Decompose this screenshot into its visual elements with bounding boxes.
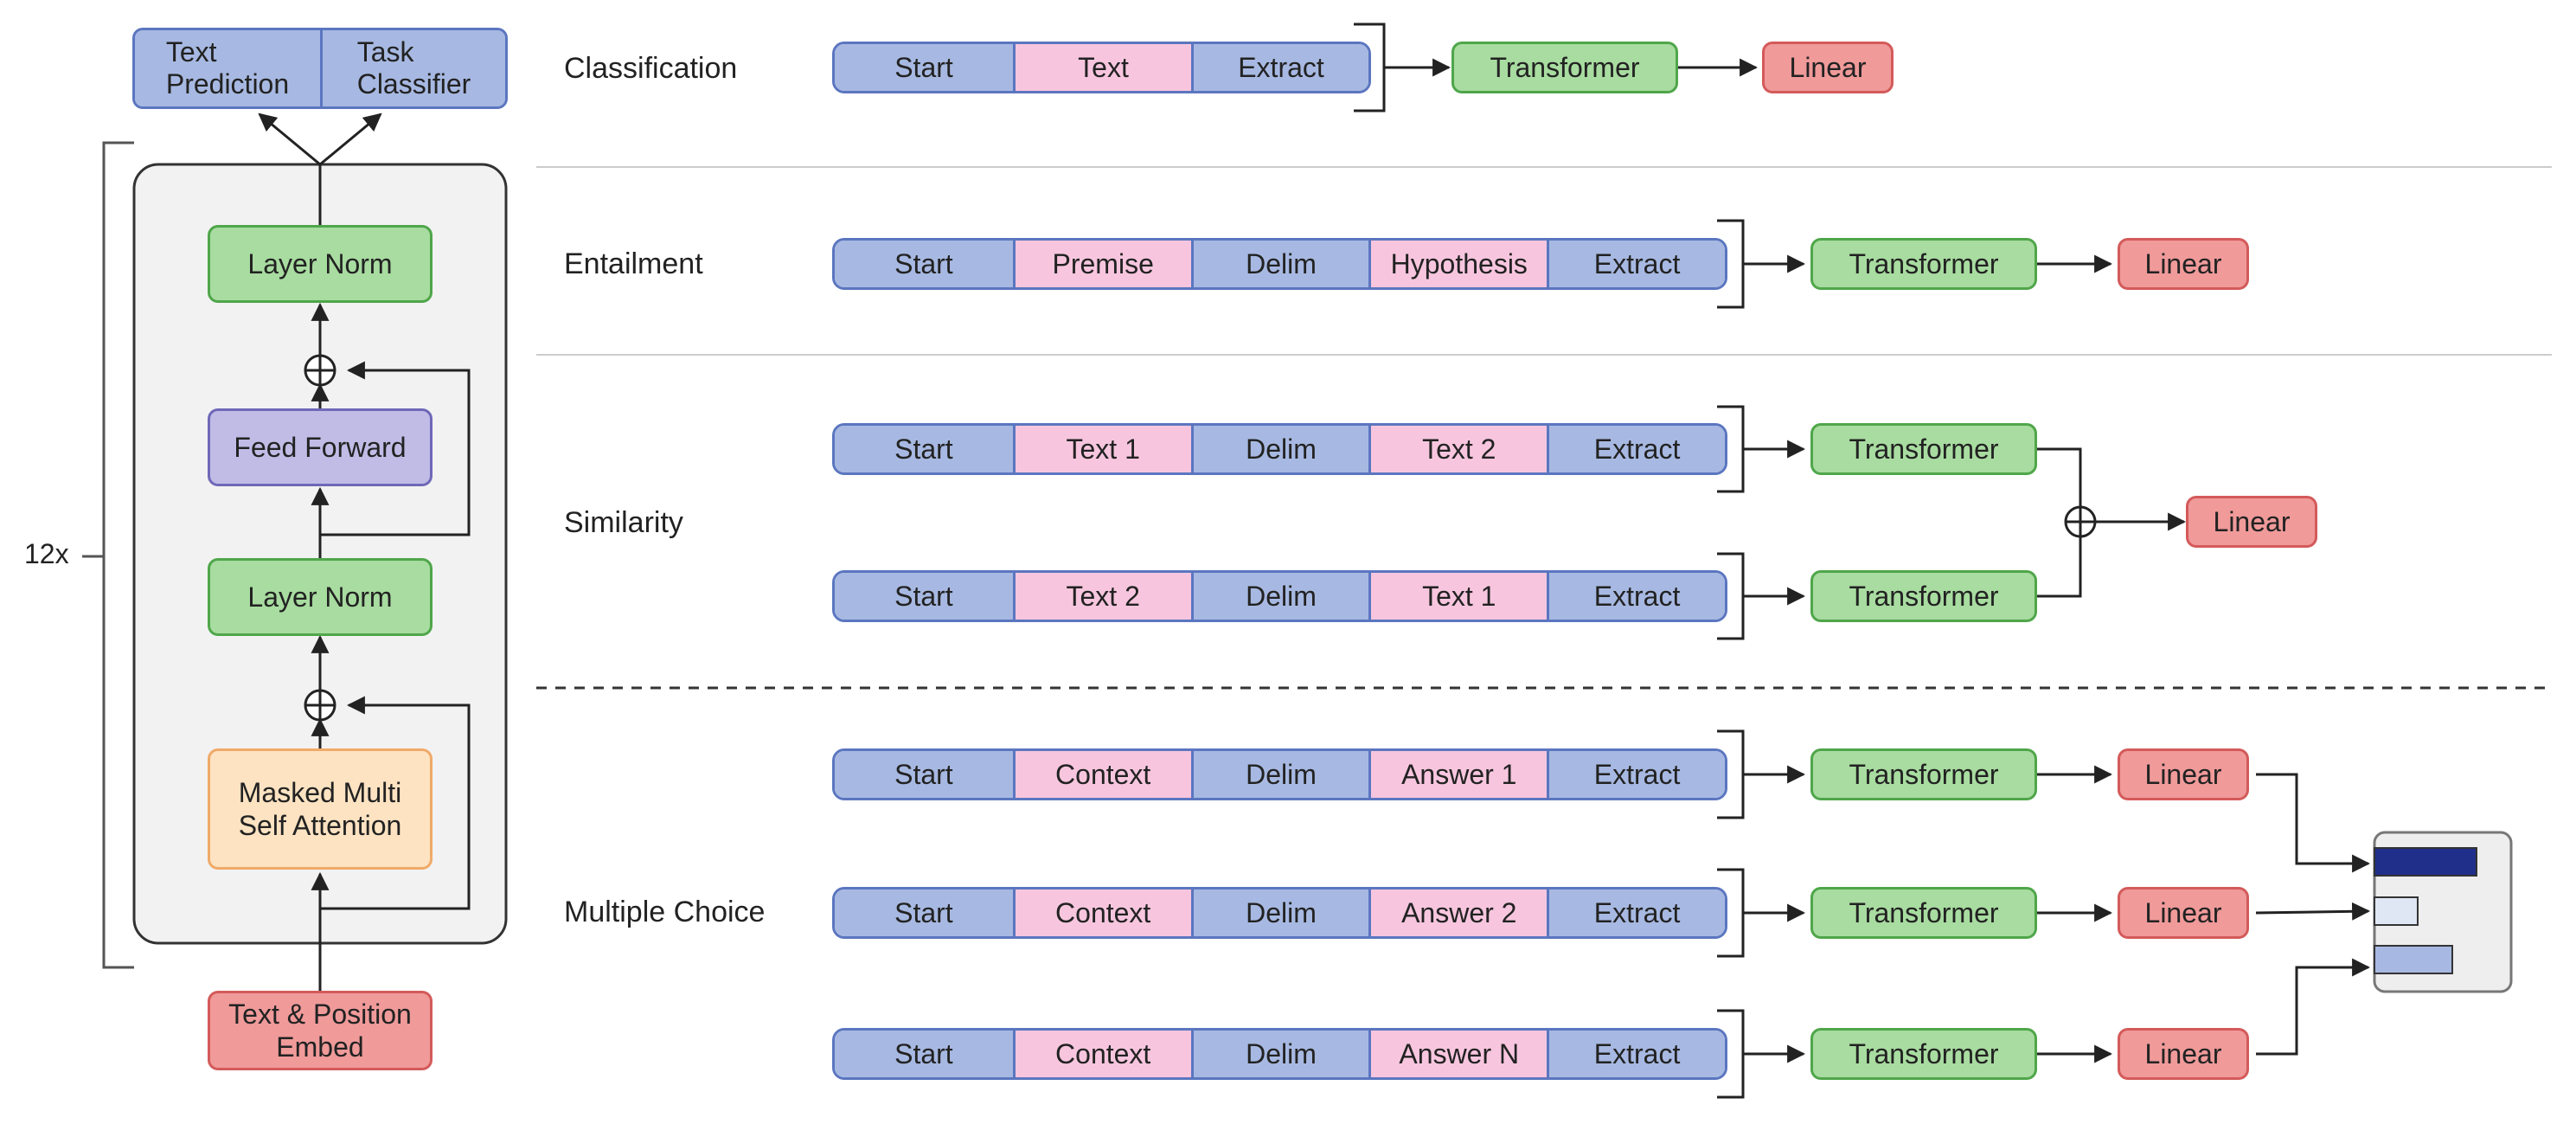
token-text-1: Text 1 <box>1012 426 1191 472</box>
token-delim: Delim <box>1190 241 1369 287</box>
repeat-bracket <box>102 141 134 969</box>
token-extract: Extract <box>1547 890 1725 936</box>
layer-norm-top: Layer Norm <box>208 225 433 303</box>
head-text-prediction: Text Prediction <box>135 30 320 106</box>
token-context: Context <box>1012 1031 1191 1077</box>
token-start: Start <box>835 890 1013 936</box>
mc-sequence-1: Start Context Delim Answer 1 Extract <box>832 748 1727 800</box>
similarity-sequence-1: Start Text 1 Delim Text 2 Extract <box>832 423 1727 475</box>
token-extract: Extract <box>1547 573 1725 620</box>
token-delim: Delim <box>1190 1031 1369 1077</box>
mc-linear-1: Linear <box>2118 748 2249 800</box>
head-task-classifier: Task Classifier <box>320 30 505 106</box>
classification-sequence: Start Text Extract <box>832 42 1371 93</box>
token-extract: Extract <box>1190 44 1368 91</box>
task-label-similarity: Similarity <box>564 506 683 539</box>
task-label-multiple-choice: Multiple Choice <box>564 896 766 928</box>
token-extract: Extract <box>1547 1031 1725 1077</box>
token-extract: Extract <box>1547 426 1725 472</box>
similarity-transformer-2: Transformer <box>1810 570 2037 622</box>
choice-scores-panel <box>2373 831 2513 993</box>
token-text: Text <box>1012 44 1191 91</box>
mc-sequence-2: Start Context Delim Answer 2 Extract <box>832 887 1727 939</box>
token-context: Context <box>1012 751 1191 798</box>
token-answer-1: Answer 1 <box>1368 751 1548 798</box>
token-context: Context <box>1012 890 1191 936</box>
mc-transformer-2: Transformer <box>1810 887 2037 939</box>
mc-linear-n: Linear <box>2118 1028 2249 1080</box>
token-extract: Extract <box>1547 751 1725 798</box>
text-position-embed-box: Text & Position Embed <box>208 991 433 1070</box>
mc-transformer-1: Transformer <box>1810 748 2037 800</box>
token-text-2: Text 2 <box>1012 573 1191 620</box>
token-start: Start <box>835 426 1013 472</box>
heads-box: Text Prediction Task Classifier <box>132 28 508 109</box>
entailment-transformer: Transformer <box>1810 238 2037 290</box>
repeat-count-label: 12x <box>24 538 69 569</box>
choice-score-bar-2 <box>2374 896 2419 926</box>
token-hypothesis: Hypothesis <box>1368 241 1548 287</box>
token-delim: Delim <box>1190 751 1369 798</box>
token-start: Start <box>835 751 1013 798</box>
token-start: Start <box>835 241 1013 287</box>
feed-forward-box: Feed Forward <box>208 408 433 486</box>
token-delim: Delim <box>1190 573 1369 620</box>
mc-sequence-n: Start Context Delim Answer N Extract <box>832 1028 1727 1080</box>
token-extract: Extract <box>1547 241 1725 287</box>
token-delim: Delim <box>1190 890 1369 936</box>
token-premise: Premise <box>1012 241 1191 287</box>
mc-linear-2: Linear <box>2118 887 2249 939</box>
token-start: Start <box>835 1031 1013 1077</box>
mc-transformer-n: Transformer <box>1810 1028 2037 1080</box>
task-label-entailment: Entailment <box>564 247 703 280</box>
choice-score-bar-3 <box>2374 945 2453 974</box>
similarity-transformer-1: Transformer <box>1810 423 2037 475</box>
similarity-linear: Linear <box>2186 496 2317 548</box>
layer-norm-bottom: Layer Norm <box>208 558 433 636</box>
token-delim: Delim <box>1190 426 1369 472</box>
similarity-sequence-2: Start Text 2 Delim Text 1 Extract <box>832 570 1727 622</box>
entailment-linear: Linear <box>2118 238 2249 290</box>
token-start: Start <box>835 44 1013 91</box>
choice-score-bar-1 <box>2374 847 2477 877</box>
token-answer-2: Answer 2 <box>1368 890 1548 936</box>
token-answer-n: Answer N <box>1368 1031 1548 1077</box>
classification-linear: Linear <box>1762 42 1894 93</box>
classification-transformer: Transformer <box>1451 42 1678 93</box>
token-text-1: Text 1 <box>1368 573 1548 620</box>
entailment-sequence: Start Premise Delim Hypothesis Extract <box>832 238 1727 290</box>
token-start: Start <box>835 573 1013 620</box>
masked-self-attention-box: Masked Multi Self Attention <box>208 748 433 870</box>
token-text-2: Text 2 <box>1368 426 1548 472</box>
task-label-classification: Classification <box>564 52 738 85</box>
